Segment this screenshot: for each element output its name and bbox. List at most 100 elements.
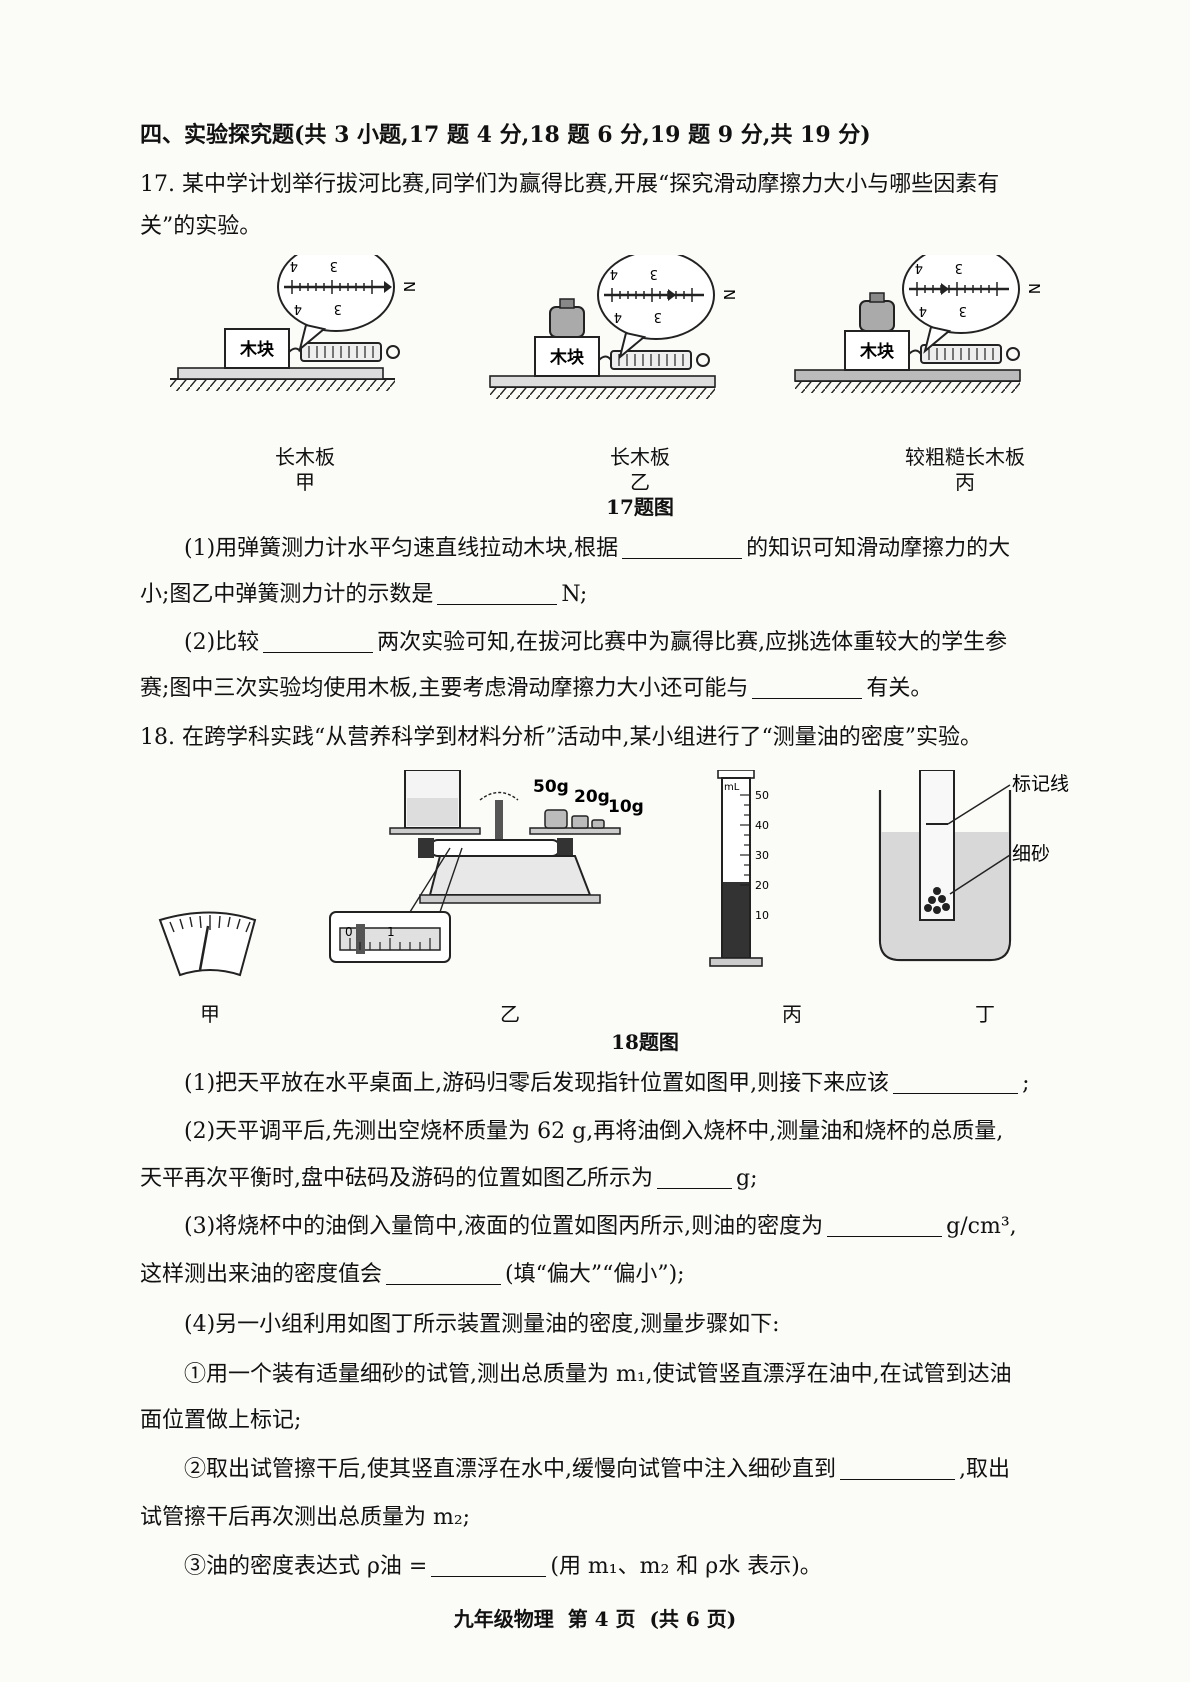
q18-s2-line1: ②取出试管擦干后,使其竖直漂浮在水中,缓慢向试管中注入细砂直到 ,取出 xyxy=(140,1455,1150,1485)
q18-s2-b: ,取出 xyxy=(959,1457,1010,1482)
rider-scale-1: 1 xyxy=(387,925,395,939)
q18-p4: (4)另一小组利用如图丁所示装置测量油的密度,测量步骤如下: xyxy=(140,1310,1150,1340)
q18-p1-b: ; xyxy=(1022,1071,1030,1096)
q18-s1-line1: ①用一个装有适量细砂的试管,测出总质量为 m₁,使试管竖直漂浮在油中,在试管到达… xyxy=(140,1360,1150,1390)
rider-scale-0: 0 xyxy=(345,925,353,939)
fig17-name-bing: 丙 xyxy=(955,470,975,494)
weight-50g: 50g xyxy=(533,777,569,797)
weight-20g: 20g xyxy=(574,787,610,807)
q18-p2-b: 天平再次平衡时,盘中砝码及游码的位置如图乙所示为 xyxy=(140,1166,653,1191)
cylinder-mark-20: 20 xyxy=(755,879,769,892)
q18-p2-c: g; xyxy=(736,1166,758,1191)
q18-s1-a: ①用一个装有适量细砂的试管,测出总质量为 m₁,使试管竖直漂浮在油中,在试管到达… xyxy=(184,1362,1012,1387)
q18-blank-1[interactable] xyxy=(893,1071,1019,1094)
cylinder-mark-40: 40 xyxy=(755,819,769,832)
q18-s1-line2: 面位置做上标记; xyxy=(140,1408,302,1433)
fig17-board-yi: 长木板 xyxy=(610,445,670,469)
q18-p2-line1: (2)天平调平后,先测出空烧杯质量为 62 g,再将油倒入烧杯中,测量油和烧杯的… xyxy=(140,1117,1150,1147)
gauge-mark-bot-3: 3 xyxy=(959,303,967,318)
q18-blank-4[interactable] xyxy=(386,1262,502,1285)
q18-p2-a: (2)天平调平后,先测出空烧杯质量为 62 g,再将油倒入烧杯中,测量油和烧杯的… xyxy=(184,1119,1004,1144)
q18-s3-b: (用 m₁、m₂ 和 ρ水 表示)。 xyxy=(550,1554,822,1579)
q18-p3-line2: 这样测出来油的密度值会(填“偏大”“偏小”); xyxy=(140,1260,1150,1290)
gauge-mark-top-3: 3 xyxy=(650,266,658,281)
q18-s2-a: ②取出试管擦干后,使其竖直漂浮在水中,缓慢向试管中注入细砂直到 xyxy=(184,1457,836,1482)
fig18-caption: 18题图 xyxy=(611,1030,679,1054)
q17-p1-c: 小;图乙中弹簧测力计的示数是 xyxy=(140,582,434,607)
q17-p1-b: 的知识可知滑动摩擦力的大 xyxy=(746,536,1011,561)
gauge-mark-top-3: 3 xyxy=(955,260,963,275)
gauge-mark-bot-3: 3 xyxy=(654,309,662,324)
q18-s3-a: ③油的密度表达式 ρ油 = xyxy=(184,1554,428,1579)
q17-p2-c: 赛;图中三次实验均使用木板,主要考虑滑动摩擦力大小还可能与 xyxy=(140,676,749,701)
q17-p2-a: (2)比较 xyxy=(184,630,260,655)
q17-p2-line1: (2)比较 两次实验可知,在拔河比赛中为赢得比赛,应挑选体重较大的学生参 xyxy=(140,628,1150,658)
q17-blank-3[interactable] xyxy=(263,630,374,653)
q17-figure: 木块 4 3 4 3 N 木块 4 3 4 3 xyxy=(170,255,1043,399)
gauge-unit: N xyxy=(1025,283,1043,294)
fig17-name-jia: 甲 xyxy=(295,470,315,494)
gauge-mark-top-4: 4 xyxy=(610,266,618,281)
q18-fig-ding-tube: 标记线 细砂 xyxy=(878,770,1069,962)
q17-setup-yi: 木块 4 3 4 3 N xyxy=(489,255,738,399)
gauge-mark-top-4: 4 xyxy=(915,260,923,275)
q18-blank-2[interactable] xyxy=(657,1166,732,1189)
q18-s2-line2: 试管擦干后再次测出总质量为 m₂; xyxy=(140,1505,471,1530)
q17-p2-line2: 赛;图中三次实验均使用木板,主要考虑滑动摩擦力大小还可能与 有关。 xyxy=(140,674,1150,704)
gauge-mark-top-3: 3 xyxy=(330,258,338,273)
tube-label-mark: 标记线 xyxy=(1012,773,1069,795)
cylinder-mark-30: 30 xyxy=(755,849,769,862)
tube-label-sand: 细砂 xyxy=(1012,843,1050,865)
gauge-mark-top-4: 4 xyxy=(290,258,298,273)
fig17-board-jia: 长木板 xyxy=(275,445,335,469)
q18-fig-jia-dial xyxy=(158,911,257,977)
q18-blank-5[interactable] xyxy=(840,1457,955,1480)
q18-p3-b: g/cm³, xyxy=(946,1214,1017,1239)
q18-fig-yi-balance: 50g 20g 10g 0 1 xyxy=(329,770,644,963)
q18-blank-6[interactable] xyxy=(431,1554,547,1577)
gauge-mark-bot-4: 4 xyxy=(294,301,302,316)
section-header: 四、实验探究题(共 3 小题,17 题 4 分,18 题 6 分,19 题 9 … xyxy=(140,122,871,148)
cylinder-mark-10: 10 xyxy=(755,909,769,922)
gauge-mark-bot-4: 4 xyxy=(919,303,927,318)
q18-p2-line2: 天平再次平衡时,盘中砝码及游码的位置如图乙所示为 g; xyxy=(140,1164,1150,1194)
q17-blank-4[interactable] xyxy=(752,676,863,699)
q17-p1-line2: 小;图乙中弹簧测力计的示数是 N; xyxy=(140,580,1150,610)
block-label: 木块 xyxy=(549,347,585,368)
q17-p1-a: (1)用弹簧测力计水平匀速直线拉动木块,根据 xyxy=(184,536,619,561)
q18-p3-line1: (3)将烧杯中的油倒入量筒中,液面的位置如图丙所示,则油的密度为 g/cm³, xyxy=(140,1212,1150,1242)
fig18-name-yi: 乙 xyxy=(500,1002,520,1026)
q17-stem-line1: 17. 某中学计划举行拔河比赛,同学们为赢得比赛,开展“探究滑动摩擦力大小与哪些… xyxy=(140,172,1000,197)
q17-blank-2[interactable] xyxy=(437,582,558,605)
weight-10g: 10g xyxy=(608,797,644,817)
q18-s3: ③油的密度表达式 ρ油 = (用 m₁、m₂ 和 ρ水 表示)。 xyxy=(140,1552,1150,1582)
q17-p1-d: N; xyxy=(561,582,588,607)
block-label: 木块 xyxy=(239,339,275,360)
q17-p2-d: 有关。 xyxy=(866,676,933,701)
q17-setup-bing: 木块 4 3 4 3 N xyxy=(794,255,1043,393)
gauge-unit: N xyxy=(720,289,738,300)
q17-p1-line1: (1)用弹簧测力计水平匀速直线拉动木块,根据 的知识可知滑动摩擦力的大 xyxy=(140,534,1150,564)
q18-p3-a: (3)将烧杯中的油倒入量筒中,液面的位置如图丙所示,则油的密度为 xyxy=(184,1214,824,1239)
q18-p1-a: (1)把天平放在水平桌面上,游码归零后发现指针位置如图甲,则接下来应该 xyxy=(184,1071,890,1096)
fig17-name-yi: 乙 xyxy=(630,470,650,494)
q17-p2-b: 两次实验可知,在拔河比赛中为赢得比赛,应挑选体重较大的学生参 xyxy=(377,630,1008,655)
fig17-board-bing: 较粗糙长木板 xyxy=(905,445,1025,469)
fig18-name-jia: 甲 xyxy=(200,1002,220,1026)
q17-stem-line2: 关”的实验。 xyxy=(140,214,262,239)
q18-figure: 50g 20g 10g 0 1 xyxy=(158,770,1069,977)
q18-stem: 18. 在跨学科实践“从营养科学到材料分析”活动中,某小组进行了“测量油的密度”… xyxy=(140,725,982,750)
gauge-mark-bot-3: 3 xyxy=(334,301,342,316)
q18-p4-text: (4)另一小组利用如图丁所示装置测量油的密度,测量步骤如下: xyxy=(184,1312,780,1337)
q17-blank-1[interactable] xyxy=(622,536,743,559)
page-footer: 九年级物理 第 4 页 (共 6 页) xyxy=(453,1607,737,1631)
q18-p1: (1)把天平放在水平桌面上,游码归零后发现指针位置如图甲,则接下来应该; xyxy=(140,1069,1150,1099)
cylinder-mark-50: 50 xyxy=(755,789,769,802)
block-label: 木块 xyxy=(859,341,895,362)
cylinder-unit: mL xyxy=(724,782,740,793)
fig18-name-ding: 丁 xyxy=(975,1002,995,1026)
q18-blank-3[interactable] xyxy=(827,1214,943,1237)
gauge-mark-bot-4: 4 xyxy=(614,309,622,324)
gauge-unit: N xyxy=(400,281,418,292)
q18-p3-c: 这样测出来油的密度值会 xyxy=(140,1262,383,1287)
